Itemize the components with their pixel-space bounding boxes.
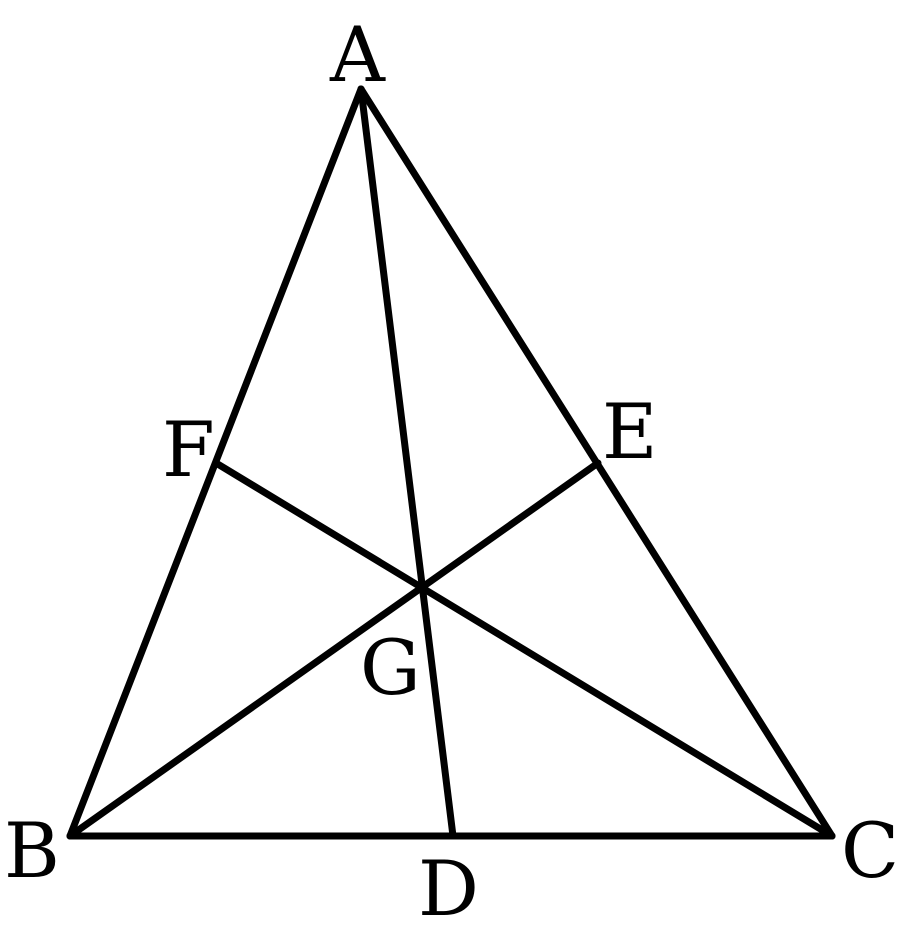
point-label-e: E	[602, 387, 657, 476]
median-BE	[66, 459, 602, 840]
median-AD	[357, 85, 457, 840]
point-label-a: A	[329, 10, 386, 99]
segments-group	[66, 85, 836, 840]
point-label-b: B	[4, 806, 60, 895]
point-label-f: F	[162, 405, 215, 494]
median-CF	[212, 459, 836, 840]
point-label-g: G	[360, 623, 421, 712]
point-labels: A B C D E F G	[4, 10, 899, 933]
point-label-d: D	[418, 844, 479, 933]
point-label-c: C	[841, 806, 899, 895]
